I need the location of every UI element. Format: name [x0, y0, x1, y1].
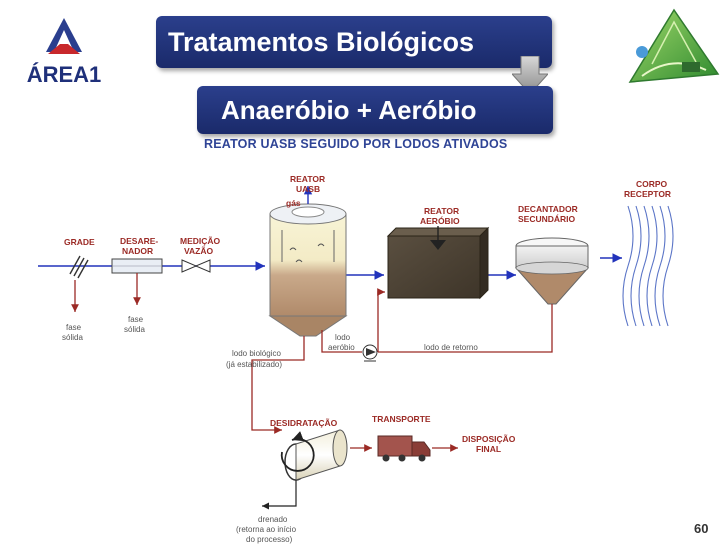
- label-lodo-aerobio-1: lodo: [335, 333, 351, 342]
- label-lodo-biologico-2: (já estabilizado): [226, 360, 282, 369]
- down-arrow-icon: [512, 56, 548, 94]
- leaf-logo-icon: [628, 8, 720, 83]
- label-drenado-1: drenado: [258, 515, 288, 524]
- label-decantador-2: SECUNDÁRIO: [518, 214, 576, 224]
- secondary-decanter: [514, 237, 590, 305]
- label-fase-solida-b-1: fase: [128, 315, 144, 324]
- label-grade: GRADE: [64, 237, 95, 247]
- label-gas: gás: [286, 198, 301, 208]
- label-fase-solida-b-2: sólida: [124, 325, 145, 334]
- label-lodo-aerobio-2: aeróbio: [328, 343, 355, 352]
- pump-icon: [362, 344, 378, 362]
- label-lodo-biologico-1: lodo biológico: [232, 349, 281, 358]
- uasb-reactor: [268, 186, 348, 337]
- aerobic-reactor: [386, 226, 490, 300]
- diagram-heading: REATOR UASB SEGUIDO POR LODOS ATIVADOS: [204, 137, 508, 151]
- label-reator-uasb-1: REATOR: [290, 174, 325, 184]
- slide-subtitle: Anaeróbio + Aeróbio: [197, 86, 553, 134]
- label-disposicao-2: FINAL: [476, 444, 501, 454]
- label-desarenador-1: DESARE-: [120, 236, 158, 246]
- label-fase-solida-a-1: fase: [66, 323, 82, 332]
- dewatering-drum: [262, 429, 348, 510]
- sludge-lines: [251, 288, 553, 434]
- desarenador: [111, 258, 163, 305]
- page-number: 60: [694, 521, 709, 536]
- label-medicao-1: MEDIÇÃO: [180, 236, 221, 246]
- label-corpo-1: CORPO: [636, 179, 668, 189]
- label-desarenador-2: NADOR: [122, 246, 153, 256]
- slide-title: Tratamentos Biológicos: [156, 16, 552, 68]
- label-decantador-1: DECANTADOR: [518, 204, 578, 214]
- label-desidratacao: DESIDRATAÇÃO: [270, 418, 338, 428]
- label-corpo-2: RECEPTOR: [624, 189, 671, 199]
- area1-logo-text: ÁREA1: [27, 62, 102, 87]
- label-reator-uasb-2: UASB: [296, 184, 320, 194]
- label-reator-aerobio-2: AERÓBIO: [420, 215, 460, 226]
- label-drenado-2: (retorna ao início: [236, 525, 297, 534]
- label-drenado-3: do processo): [246, 535, 293, 544]
- label-medicao-2: VAZÃO: [184, 246, 214, 256]
- transport-truck-icon: [350, 435, 458, 462]
- label-disposicao-1: DISPOSIÇÃO: [462, 434, 516, 444]
- receiving-water-body: [622, 205, 674, 327]
- label-transporte: TRANSPORTE: [372, 414, 431, 424]
- label-reator-aerobio-1: REATOR: [424, 206, 459, 216]
- flow-meter: [181, 259, 211, 273]
- label-fase-solida-a-2: sólida: [62, 333, 83, 342]
- label-lodo-retorno: lodo de retorno: [424, 343, 478, 352]
- grade-screen: [69, 255, 89, 312]
- area1-logo: ÁREA1: [27, 18, 102, 87]
